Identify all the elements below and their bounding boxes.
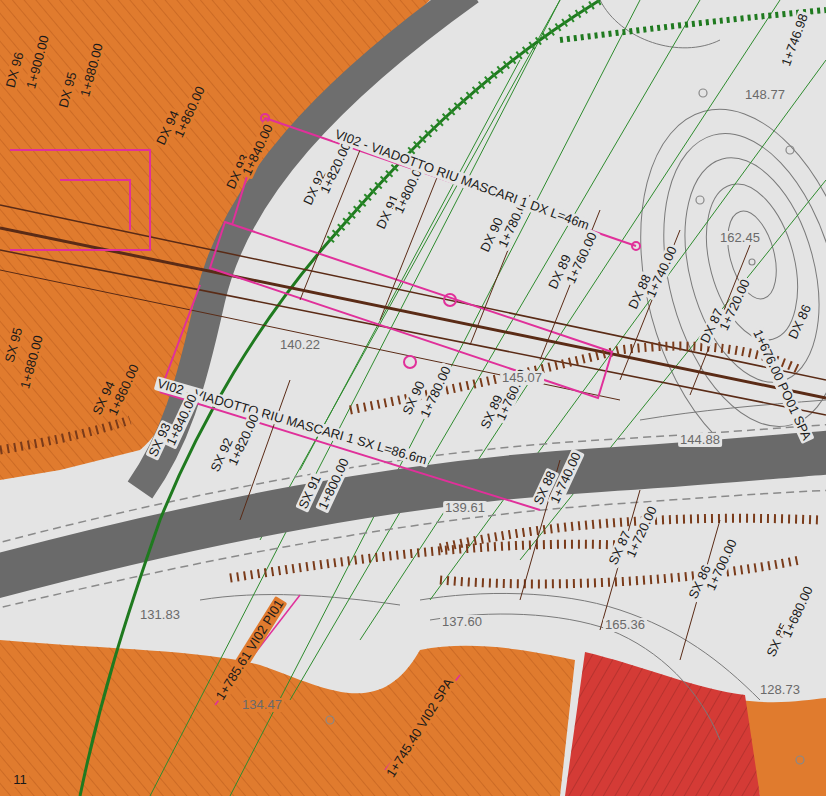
- stream-line: [330, 0, 600, 240]
- alignment-lines: [0, 270, 620, 400]
- geology-red: [565, 652, 760, 796]
- spot-elevation: 128.73: [758, 683, 802, 697]
- station-lines: [240, 150, 750, 660]
- road-band: [0, 424, 826, 545]
- station-lines: [540, 210, 600, 360]
- contour-lines: [600, 0, 720, 48]
- station-lines: [620, 230, 680, 380]
- contour-lines: [200, 0, 826, 740]
- contour-lines: [420, 593, 760, 700]
- viaduct-outline: [60, 180, 130, 230]
- geology-red: [565, 652, 760, 796]
- stream-line: [80, 0, 826, 796]
- contour-lines: [662, 143, 826, 397]
- stream-grid: [150, 0, 826, 796]
- road-band: [0, 490, 826, 610]
- embankment-hatch: [0, 420, 130, 450]
- spot-markers: [796, 756, 804, 764]
- embankment-hatch: [0, 346, 820, 584]
- contour-lines: [719, 206, 785, 304]
- spot-elevation: 137.60: [440, 615, 484, 629]
- viaduct-outline: [632, 242, 640, 250]
- spot-elevation: 134.47: [240, 698, 284, 712]
- leader-lines: [215, 595, 460, 770]
- viaduct-outline: [160, 285, 200, 392]
- geology-red: [565, 652, 760, 796]
- viaduct-outline: [10, 150, 150, 250]
- viaduct-outline: [160, 392, 540, 510]
- stream-grid: [150, 0, 560, 796]
- road-band: [0, 0, 826, 610]
- spot-markers: [696, 196, 704, 204]
- spot-elevation: 145.07: [500, 371, 544, 385]
- spot-markers: [326, 89, 804, 764]
- viaduct-outline: [210, 222, 612, 398]
- stream-grid: [520, 180, 826, 560]
- alignment-lines: [0, 205, 826, 380]
- spot-elevation: 131.83: [138, 608, 182, 622]
- viaduct-outline: [265, 118, 636, 246]
- spot-elevation: 139.61: [443, 501, 487, 515]
- spot-markers: [786, 146, 794, 154]
- contour-lines: [430, 614, 720, 740]
- spot-elevation: 148.77: [743, 88, 787, 102]
- spot-elevation: 165.36: [603, 618, 647, 632]
- stream-line: [80, 0, 600, 796]
- spot-elevation: 144.88: [678, 433, 722, 447]
- spot-markers: [749, 259, 755, 265]
- spot-markers: [326, 716, 334, 724]
- station-lines: [520, 460, 560, 600]
- spot-elevation: 162.45: [718, 231, 762, 245]
- stream-grid: [360, 0, 780, 640]
- viaduct-outline: [10, 114, 640, 510]
- viaduct-outline: [444, 294, 456, 306]
- spot-markers: [699, 89, 707, 97]
- embankment-hatch: [230, 544, 620, 578]
- stream-line: [560, 10, 826, 40]
- viaduct-outline: [404, 356, 416, 368]
- station-label: 11: [11, 773, 29, 787]
- spot-elevation: 140.22: [278, 338, 322, 352]
